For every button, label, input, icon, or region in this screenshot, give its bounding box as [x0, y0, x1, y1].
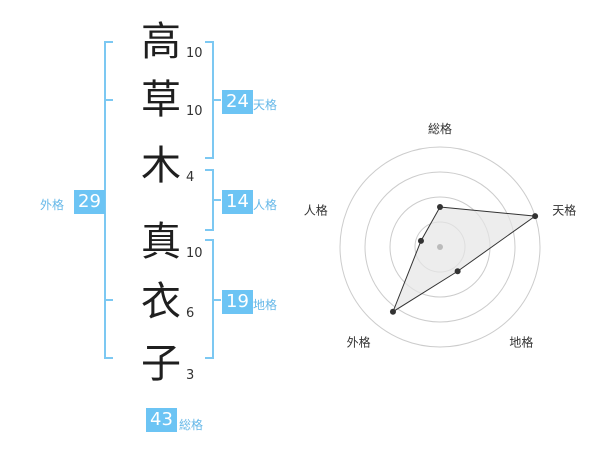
radar-polygon [391, 206, 537, 313]
stroke-count: 10 [186, 46, 203, 61]
stroke-count: 3 [186, 368, 195, 383]
soukaku-label: 総格 [179, 418, 204, 432]
radar-point [389, 308, 396, 315]
jinkaku-label: 人格 [253, 198, 278, 212]
radar-point [437, 204, 443, 210]
name-char: 高 [141, 19, 181, 65]
chikaku-label: 地格 [253, 298, 278, 312]
name-char: 木 [141, 143, 181, 189]
radar-point [454, 268, 461, 275]
gaikaku-label: 外格 [40, 198, 65, 212]
radar-axis-label: 人格 [304, 203, 328, 218]
stroke-count: 10 [186, 104, 203, 119]
tenkaku-badge: 24 [222, 90, 253, 114]
name-char: 草 [141, 77, 181, 123]
stroke-count: 6 [186, 306, 195, 321]
radar-point [532, 213, 539, 220]
tenkaku-label: 天格 [253, 98, 278, 112]
stroke-count: 10 [186, 246, 203, 261]
name-char: 子 [141, 341, 181, 387]
radar-axis-label: 地格 [509, 334, 533, 349]
radar-ring [339, 146, 541, 348]
chikaku-badge: 19 [222, 290, 253, 314]
gaikaku-badge: 29 [74, 190, 105, 214]
stroke-count: 4 [186, 170, 195, 185]
name-char: 衣 [141, 279, 181, 325]
radar-axis-label: 天格 [552, 203, 576, 218]
radar-center [437, 244, 443, 250]
soukaku-badge: 43 [146, 408, 177, 432]
radar-ring [364, 171, 516, 323]
radar-axis-label: 総格 [428, 121, 452, 136]
jinkaku-badge: 14 [222, 190, 253, 214]
radar-point [417, 237, 424, 244]
name-char: 真 [141, 219, 181, 265]
radar-axis-label: 外格 [347, 334, 371, 349]
